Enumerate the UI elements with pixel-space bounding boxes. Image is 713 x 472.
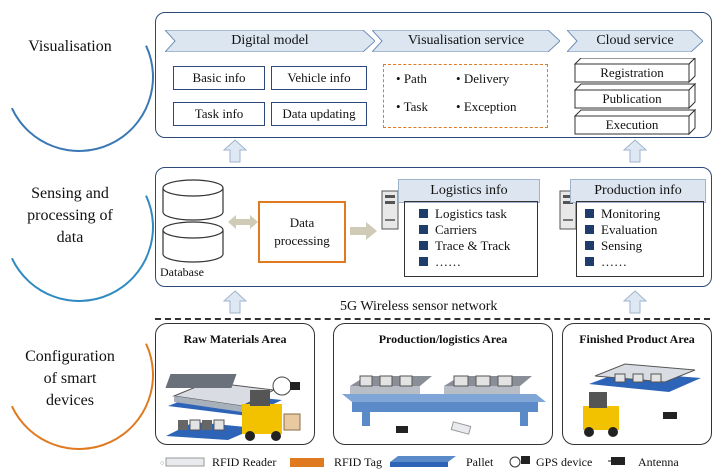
- digital-model-header: Digital model: [165, 30, 375, 52]
- finished-product-illustration: [583, 363, 701, 437]
- right-arrow-icon: [350, 222, 377, 240]
- logistics-item: Logistics task: [419, 206, 537, 222]
- cloud-item: Registration: [600, 65, 664, 80]
- up-arrow-icon: [222, 139, 248, 163]
- production-info-header: Production info: [570, 179, 706, 203]
- digital-model-item: Task info: [173, 102, 265, 126]
- visualisation-service-header: Visualisation service: [372, 30, 560, 52]
- antenna-icon: [608, 457, 625, 465]
- raw-materials-illustration: [165, 374, 301, 441]
- logistics-item: ……: [419, 254, 537, 270]
- data-processing-box: Data processing: [258, 201, 346, 263]
- logistics-info-header: Logistics info: [398, 179, 540, 203]
- chevron-shape: [567, 30, 703, 52]
- layer-label-sensing: Sensing and processing of data: [27, 185, 113, 246]
- legend-rfid-reader: RFID Reader: [212, 455, 277, 469]
- gps-device-icon: [509, 456, 530, 468]
- cloud-item: Publication: [602, 91, 662, 106]
- layer-label-configuration: Configuration of smart devices: [25, 348, 115, 409]
- legend-pallet: Pallet: [466, 455, 494, 469]
- logistics-info-box: Logistics task Carriers Trace & Track ……: [404, 201, 538, 277]
- chevron-shape: [165, 30, 375, 52]
- production-info-box: Monitoring Evaluation Sensing ……: [576, 201, 704, 277]
- production-item: Monitoring: [585, 206, 703, 222]
- up-arrow-icon: [622, 290, 648, 314]
- logistics-item: Trace & Track: [419, 238, 537, 254]
- logistics-item: Carriers: [419, 222, 537, 238]
- svg-text:○: ○: [160, 459, 164, 467]
- production-item: Sensing: [585, 238, 703, 254]
- server-icon: [381, 190, 399, 230]
- digital-model-item: Data updating: [271, 102, 367, 126]
- legend-gps-device: GPS device: [536, 455, 593, 469]
- cloud-service-header: Cloud service: [567, 30, 703, 52]
- rfid-reader-icon: ○: [160, 457, 205, 467]
- visualisation-service-box: • Path • Delivery • Task • Exception: [383, 64, 548, 128]
- database-label: Database: [160, 265, 204, 279]
- double-arrow-icon: [228, 215, 258, 229]
- legend-antenna: Antenna: [638, 455, 679, 469]
- pallet-icon: [390, 456, 456, 467]
- up-arrow-icon: [222, 290, 248, 314]
- legend-rfid-tag: RFID Tag: [334, 455, 382, 469]
- service-item: • Delivery: [456, 71, 510, 86]
- visualisation-arc: [0, 0, 176, 174]
- production-item: ……: [585, 254, 703, 270]
- production-illustration: [342, 375, 546, 435]
- cloud-item: Execution: [605, 117, 659, 132]
- layer-label-visualisation: Visualisation: [28, 38, 112, 55]
- cloud-service-stack: [573, 58, 697, 136]
- service-item: • Path: [396, 71, 427, 86]
- service-item: • Exception: [456, 99, 517, 114]
- rfid-tag-icon: [290, 458, 324, 467]
- chevron-shape: [372, 30, 560, 52]
- network-label: 5G Wireless sensor network: [340, 299, 498, 314]
- digital-model-item: Basic info: [173, 66, 265, 90]
- production-logistics-area: Production/logistics Area: [333, 323, 553, 445]
- service-item: • Task: [396, 99, 428, 114]
- digital-model-item: Vehicle info: [271, 66, 367, 90]
- raw-materials-area: Raw Materials Area: [155, 323, 315, 445]
- up-arrow-icon: [622, 139, 648, 163]
- network-dashed-line: [155, 318, 710, 320]
- production-item: Evaluation: [585, 222, 703, 238]
- database-icon: [162, 179, 224, 263]
- finished-product-area: Finished Product Area: [562, 323, 712, 445]
